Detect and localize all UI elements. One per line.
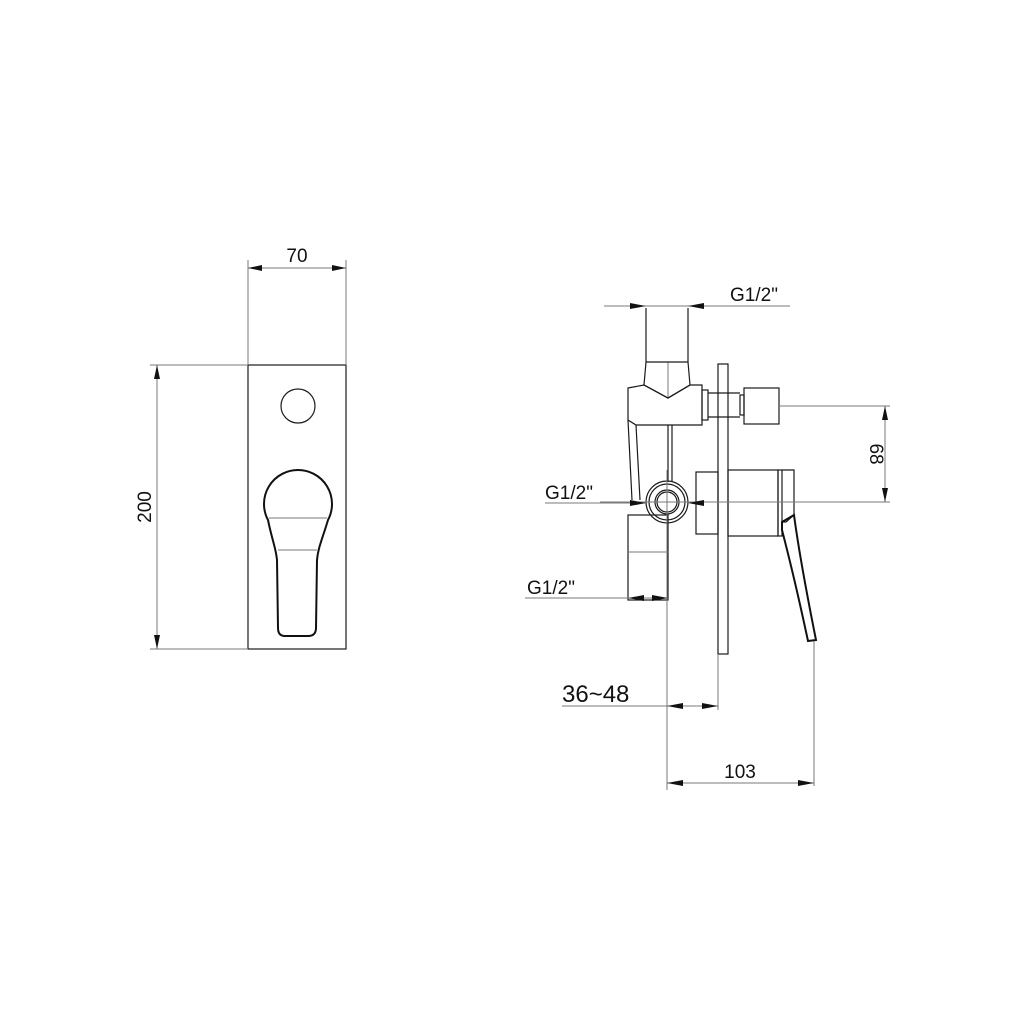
diverter-spindle: [743, 387, 780, 425]
front-width-dimension: 70: [286, 246, 307, 267]
diverter-knob: [280, 388, 316, 424]
wall-plate: [717, 363, 729, 655]
middle-outlet-dimension: G1/2": [545, 483, 593, 504]
lever-handle: [263, 469, 333, 637]
upper-valve-body: [627, 384, 703, 426]
front-view: 70 200: [135, 246, 347, 650]
offset-dimension: 68: [865, 443, 886, 464]
side-view: G1/2" G1/2" G1/2" 68 36~48 103: [525, 285, 890, 790]
front-height-dimension: 200: [135, 491, 156, 523]
cover-plate: [247, 364, 347, 650]
total-depth-dimension: 103: [724, 762, 756, 783]
wall-depth-dimension: 36~48: [562, 681, 629, 708]
cartridge-body: [727, 469, 779, 537]
top-inlet-dimension: G1/2": [730, 285, 778, 306]
lower-outlet: [627, 514, 669, 601]
side-lever: [781, 513, 818, 643]
bottom-outlet-dimension: G1/2": [527, 578, 575, 599]
